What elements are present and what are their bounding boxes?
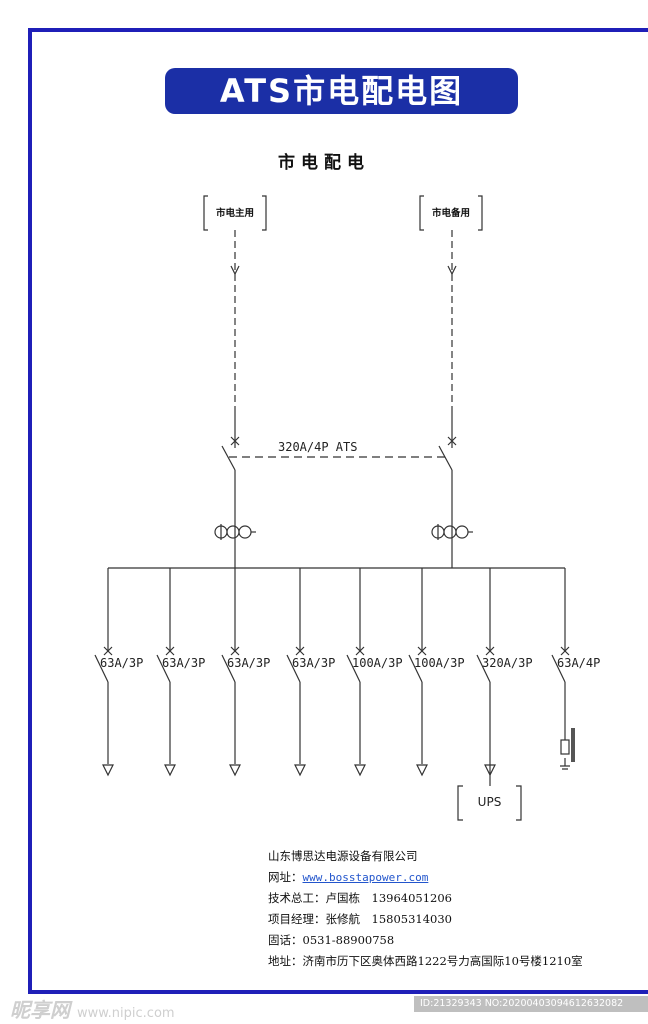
backup-source-box bbox=[419, 195, 483, 231]
ups-label: UPS bbox=[477, 795, 502, 809]
branch-breaker-blade bbox=[221, 654, 236, 683]
branch-output-arrow bbox=[164, 764, 176, 777]
main-source-box bbox=[203, 195, 267, 231]
main-source-label: 市电主用 bbox=[215, 208, 254, 219]
branch-breaker-cross bbox=[485, 646, 495, 656]
branch-breaker-blade bbox=[346, 654, 361, 683]
ats-label: 320A/4P ATS bbox=[276, 440, 360, 454]
branch-breaker-blade bbox=[408, 654, 423, 683]
branch-breaker-cross bbox=[103, 646, 113, 656]
watermark-logo: 昵享网 www.nipic.com bbox=[10, 998, 175, 1022]
branch-breaker-blade bbox=[94, 654, 109, 683]
branch-output-arrow bbox=[229, 764, 241, 777]
branch-tag bbox=[571, 728, 575, 762]
branch-breaker-blade bbox=[156, 654, 171, 683]
backup-meter-symbol bbox=[431, 524, 473, 540]
ats-backup-cross bbox=[447, 436, 457, 446]
branch-breaker-cross bbox=[230, 646, 240, 656]
phone-number: 0531-88900758 bbox=[302, 933, 395, 947]
ats-backup-blade bbox=[438, 445, 453, 471]
website-row: 网址：www.bosstapower.com bbox=[268, 870, 429, 884]
page-title: ATS市电配电图 bbox=[165, 68, 518, 114]
branch-output-arrow bbox=[484, 764, 496, 777]
page-frame bbox=[28, 28, 648, 994]
branch-output-arrow bbox=[354, 764, 366, 777]
branch-breaker-blade bbox=[286, 654, 301, 683]
ups-box bbox=[457, 785, 522, 821]
main-feeder-arrow bbox=[230, 265, 240, 276]
branch-breaker-cross bbox=[355, 646, 365, 656]
branch-breaker-cross bbox=[165, 646, 175, 656]
branch-breaker-blade bbox=[476, 654, 491, 683]
tech-contact: 卢国栋 13964051206 bbox=[325, 891, 452, 905]
company-info: 山东博思达电源设备有限公司 网址：www.bosstapower.com 技术总… bbox=[268, 846, 583, 972]
ats-main-blade bbox=[221, 445, 236, 471]
breaker-label: 63A/3P bbox=[292, 656, 336, 670]
branch-breaker-cross bbox=[295, 646, 305, 656]
branch-output-arrow bbox=[294, 764, 306, 777]
backup-source-label: 市电备用 bbox=[431, 208, 470, 219]
breaker-label: 63A/3P bbox=[100, 656, 144, 670]
breaker-label: 320A/3P bbox=[482, 656, 533, 670]
website-link[interactable]: www.bosstapower.com bbox=[302, 871, 429, 884]
diagram-subtitle: 市电配电 bbox=[278, 153, 370, 173]
ats-main-cross bbox=[230, 436, 240, 446]
address-row: 地址：济南市历下区奥体西路1222号力高国际10号楼1210室 bbox=[268, 954, 583, 968]
company-name: 山东博思达电源设备有限公司 bbox=[268, 849, 418, 863]
address-text: 济南市历下区奥体西路1222号力高国际10号楼1210室 bbox=[302, 954, 583, 968]
breaker-label: 63A/4P bbox=[557, 656, 601, 670]
backup-feeder-arrow bbox=[447, 265, 457, 276]
ground-symbol bbox=[560, 758, 570, 770]
pm-contact: 张修航 15805314030 bbox=[325, 912, 452, 926]
breaker-label: 63A/3P bbox=[162, 656, 206, 670]
breaker-label: 100A/3P bbox=[352, 656, 403, 670]
branch-output-arrow bbox=[102, 764, 114, 777]
main-meter-symbol bbox=[214, 524, 256, 540]
fuse-symbol bbox=[560, 739, 570, 755]
pm-row: 项目经理：张修航 15805314030 bbox=[268, 912, 452, 926]
branch-breaker-cross bbox=[417, 646, 427, 656]
phone-row: 固话：0531-88900758 bbox=[268, 933, 395, 947]
tech-row: 技术总工：卢国栋 13964051206 bbox=[268, 891, 452, 905]
breaker-label: 100A/3P bbox=[414, 656, 465, 670]
image-id-bar: ID:21329343 NO:20200403094612632082 bbox=[414, 996, 648, 1012]
branch-breaker-blade bbox=[551, 654, 566, 683]
breaker-label: 63A/3P bbox=[227, 656, 271, 670]
branch-breaker-cross bbox=[560, 646, 570, 656]
branch-output-arrow bbox=[416, 764, 428, 777]
